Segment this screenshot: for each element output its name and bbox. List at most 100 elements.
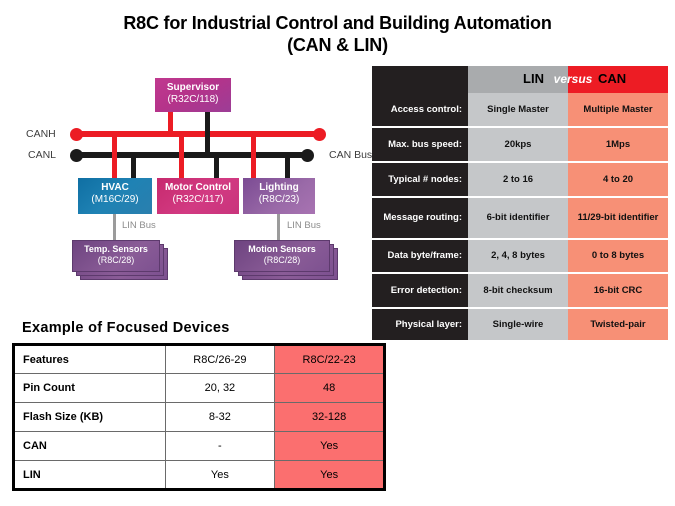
focus-feature: Flash Size (KB) bbox=[13, 402, 166, 432]
lighting-canh-drop bbox=[251, 134, 256, 180]
header-gray-block bbox=[468, 66, 568, 93]
table-row: Typical # nodes: 2 to 16 4 to 20 bbox=[372, 162, 668, 198]
node-lighting-part: (R8C/23) bbox=[258, 194, 300, 205]
node-motion-sensors-name: Motion Sensors bbox=[248, 244, 316, 254]
canh-bus-line bbox=[76, 131, 320, 137]
hvac-canh-drop bbox=[112, 134, 117, 180]
row-label: Typical # nodes: bbox=[372, 162, 468, 198]
header-black-block bbox=[372, 66, 468, 93]
table-row: Access control: Single Master Multiple M… bbox=[372, 93, 668, 128]
row-can-value: Multiple Master bbox=[568, 93, 668, 128]
focus-col-b: 32-128 bbox=[274, 402, 385, 432]
focus-col-b: Yes bbox=[274, 431, 385, 461]
node-supervisor-name: Supervisor bbox=[166, 82, 220, 93]
node-hvac[interactable]: HVAC (M16C/29) bbox=[78, 178, 152, 214]
canl-bus-line bbox=[76, 152, 308, 158]
table-row: Error detection: 8-bit checksum 16-bit C… bbox=[372, 274, 668, 310]
table-row: Max. bus speed: 20kps 1Mps bbox=[372, 127, 668, 163]
lin-vs-can-table: Access control: Single Master Multiple M… bbox=[372, 66, 668, 340]
can-bus-label: CAN Bus bbox=[329, 149, 373, 161]
focus-col-a: Yes bbox=[164, 460, 276, 490]
focus-col-a: R8C/26-29 bbox=[164, 344, 276, 374]
table-row: Data byte/frame: 2, 4, 8 bytes 0 to 8 by… bbox=[372, 239, 668, 275]
row-can-value: 11/29-bit identifier bbox=[568, 197, 668, 240]
table-row: CAN - Yes bbox=[13, 431, 385, 461]
row-label: Max. bus speed: bbox=[372, 127, 468, 163]
header-can-label: CAN bbox=[598, 71, 627, 86]
focus-col-b: Yes bbox=[274, 460, 385, 490]
network-diagram: CANH CANL CAN Bus LIN Bus LIN Bus Superv… bbox=[0, 60, 373, 320]
table-row: Message routing: 6-bit identifier 11/29-… bbox=[372, 197, 668, 240]
row-lin-value: Single-wire bbox=[468, 309, 568, 340]
focused-devices-heading: Example of Focused Devices bbox=[22, 320, 230, 336]
focus-col-b: R8C/22-23 bbox=[274, 344, 385, 374]
row-lin-value: 20kps bbox=[468, 127, 568, 163]
focused-devices-table-body: Features R8C/26-29 R8C/22-23 Pin Count 2… bbox=[13, 344, 385, 490]
node-temp-sensors-name: Temp. Sensors bbox=[84, 244, 148, 254]
row-can-value: 1Mps bbox=[568, 127, 668, 163]
row-label: Error detection: bbox=[372, 274, 468, 310]
lin-bus-label-right: LIN Bus bbox=[287, 220, 321, 231]
focused-devices-table: Features R8C/26-29 R8C/22-23 Pin Count 2… bbox=[12, 343, 386, 491]
row-lin-value: 8-bit checksum bbox=[468, 274, 568, 310]
header-lin-label: LIN bbox=[523, 71, 544, 86]
canh-label: CANH bbox=[26, 128, 56, 140]
title-line-1: R8C for Industrial Control and Building … bbox=[123, 13, 552, 33]
row-lin-value: 2, 4, 8 bytes bbox=[468, 239, 568, 275]
table-row: LIN Yes Yes bbox=[13, 460, 385, 490]
focus-feature: Pin Count bbox=[13, 373, 166, 403]
lin-vs-can-table-body: Access control: Single Master Multiple M… bbox=[372, 66, 668, 340]
node-motor-control[interactable]: Motor Control (R32C/117) bbox=[157, 178, 239, 214]
focus-col-a: 8-32 bbox=[164, 402, 276, 432]
node-motion-sensors-part: (R8C/28) bbox=[263, 255, 301, 265]
focus-feature: LIN bbox=[13, 460, 166, 490]
focus-col-a: 20, 32 bbox=[164, 373, 276, 403]
table-row: Physical layer: Single-wire Twisted-pair bbox=[372, 309, 668, 340]
node-hvac-part: (M16C/29) bbox=[91, 194, 139, 205]
lin-bus-line-right bbox=[277, 214, 280, 242]
row-can-value: 4 to 20 bbox=[568, 162, 668, 198]
canh-terminator-left bbox=[70, 128, 83, 141]
lin-bus-line-left bbox=[113, 214, 116, 242]
row-lin-value: 2 to 16 bbox=[468, 162, 568, 198]
stack-layer-front bbox=[72, 240, 160, 272]
hvac-canl-drop bbox=[131, 155, 136, 180]
focus-col-b: 48 bbox=[274, 373, 385, 403]
focus-col-a: - bbox=[164, 431, 276, 461]
table-row: Flash Size (KB) 8-32 32-128 bbox=[13, 402, 385, 432]
node-motor-control-name: Motor Control bbox=[164, 182, 232, 193]
node-temp-sensors-part: (R8C/28) bbox=[97, 255, 135, 265]
row-lin-value: 6-bit identifier bbox=[468, 197, 568, 240]
canl-terminator-left bbox=[70, 149, 83, 162]
node-lighting[interactable]: Lighting (R8C/23) bbox=[243, 178, 315, 214]
row-can-value: Twisted-pair bbox=[568, 309, 668, 340]
node-supervisor-part: (R32C/118) bbox=[167, 94, 219, 105]
supervisor-canh-drop bbox=[168, 108, 173, 134]
canl-label: CANL bbox=[28, 149, 57, 161]
header-red-block bbox=[568, 66, 668, 93]
focus-feature: CAN bbox=[13, 431, 166, 461]
stack-layer-front bbox=[234, 240, 330, 272]
focus-feature: Features bbox=[13, 344, 166, 374]
header-versus-label: versus bbox=[553, 72, 593, 86]
row-label: Access control: bbox=[372, 93, 468, 128]
node-supervisor[interactable]: Supervisor (R32C/118) bbox=[155, 78, 231, 112]
node-temp-sensors[interactable]: Temp. Sensors (R8C/28) bbox=[72, 240, 170, 282]
lin-vs-can-header: LIN versus CAN bbox=[372, 66, 668, 93]
canl-terminator-right bbox=[301, 149, 314, 162]
supervisor-canl-drop bbox=[205, 108, 210, 155]
row-label: Data byte/frame: bbox=[372, 239, 468, 275]
row-can-value: 16-bit CRC bbox=[568, 274, 668, 310]
node-motor-control-part: (R32C/117) bbox=[172, 194, 224, 205]
canh-terminator-right bbox=[313, 128, 326, 141]
row-label: Message routing: bbox=[372, 197, 468, 240]
row-label: Physical layer: bbox=[372, 309, 468, 340]
page-title: R8C for Industrial Control and Building … bbox=[0, 12, 675, 56]
node-hvac-name: HVAC bbox=[101, 182, 129, 193]
lin-bus-label-left: LIN Bus bbox=[122, 220, 156, 231]
table-row: Pin Count 20, 32 48 bbox=[13, 373, 385, 403]
motor-canl-drop bbox=[214, 155, 219, 180]
table-row: Features R8C/26-29 R8C/22-23 bbox=[13, 344, 385, 374]
node-motion-sensors[interactable]: Motion Sensors (R8C/28) bbox=[234, 240, 342, 282]
